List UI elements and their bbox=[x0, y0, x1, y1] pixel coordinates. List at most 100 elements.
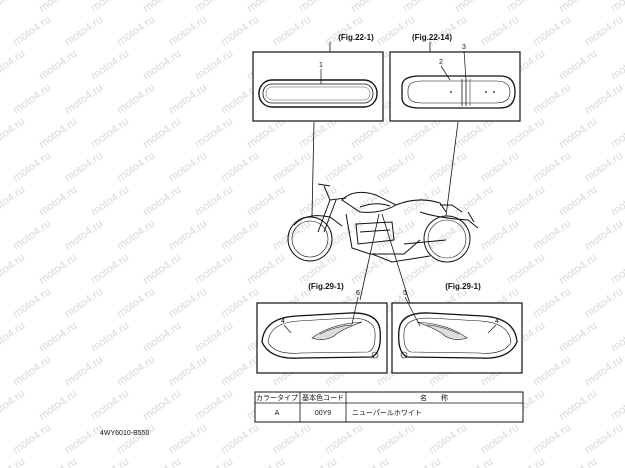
watermark-text: moto4.ru bbox=[375, 14, 417, 49]
watermark-text: moto4.ru bbox=[609, 456, 625, 468]
watermark-text: moto4.ru bbox=[609, 116, 625, 151]
watermark-text: moto4.ru bbox=[37, 456, 79, 468]
watermark-text: moto4.ru bbox=[245, 252, 287, 287]
watermark-text: moto4.ru bbox=[609, 320, 625, 355]
watermark-text: moto4.ru bbox=[323, 218, 365, 253]
watermark-text: moto4.ru bbox=[479, 422, 521, 457]
watermark-text: moto4.ru bbox=[37, 184, 79, 219]
connector-fig-22-14 bbox=[445, 121, 459, 217]
watermark-text: moto4.ru bbox=[193, 252, 235, 287]
watermark-text: moto4.ru bbox=[115, 286, 157, 321]
watermark-text: moto4.ru bbox=[453, 456, 495, 468]
watermark-text: moto4.ru bbox=[141, 116, 183, 151]
watermark-text: moto4.ru bbox=[557, 252, 599, 287]
figure-label-22-1: (Fig.22-1) bbox=[338, 33, 374, 42]
watermark-text: moto4.ru bbox=[193, 48, 235, 83]
watermark-text: moto4.ru bbox=[37, 252, 79, 287]
watermark-text: moto4.ru bbox=[583, 14, 625, 49]
watermark-text: moto4.ru bbox=[531, 422, 573, 457]
callout-leader bbox=[463, 50, 467, 81]
watermark-text: moto4.ru bbox=[89, 184, 131, 219]
watermark-text: moto4.ru bbox=[583, 354, 625, 389]
watermark-text: moto4.ru bbox=[89, 48, 131, 83]
watermark-text: moto4.ru bbox=[505, 456, 547, 468]
callout-1: 1 bbox=[319, 62, 323, 69]
watermark-text: moto4.ru bbox=[349, 0, 391, 14]
watermark-text: moto4.ru bbox=[219, 150, 261, 185]
tank-top-view bbox=[258, 79, 378, 108]
watermark-text: moto4.ru bbox=[505, 252, 547, 287]
figure-22-1: (Fig.22-1) 1 bbox=[252, 33, 384, 122]
watermark-text: moto4.ru bbox=[63, 286, 105, 321]
watermark-text: moto4.ru bbox=[11, 82, 53, 117]
watermark-text: moto4.ru bbox=[115, 218, 157, 253]
watermark-text: moto4.ru bbox=[479, 218, 521, 253]
watermark-text: moto4.ru bbox=[245, 0, 287, 14]
watermark-text: moto4.ru bbox=[37, 320, 79, 355]
watermark-text: moto4.ru bbox=[557, 320, 599, 355]
watermark-text: moto4.ru bbox=[349, 252, 391, 287]
watermark-text: moto4.ru bbox=[89, 456, 131, 468]
watermark-text: moto4.ru bbox=[609, 48, 625, 83]
figure-22-14: (Fig.22-14) 2 3 bbox=[389, 33, 521, 122]
watermark-text: moto4.ru bbox=[0, 184, 27, 219]
connector-fig-22-1 bbox=[311, 121, 315, 217]
watermark-text: moto4.ru bbox=[557, 388, 599, 423]
watermark-text: moto4.ru bbox=[557, 116, 599, 151]
fender-top-view bbox=[401, 75, 516, 109]
watermark-text: moto4.ru bbox=[141, 252, 183, 287]
watermark-text: moto4.ru bbox=[115, 82, 157, 117]
watermark-text: moto4.ru bbox=[11, 286, 53, 321]
watermark-text: moto4.ru bbox=[193, 0, 235, 14]
watermark-text: moto4.ru bbox=[453, 0, 495, 14]
watermark-text: moto4.ru bbox=[89, 388, 131, 423]
watermark-text: moto4.ru bbox=[167, 14, 209, 49]
watermark-text: moto4.ru bbox=[609, 252, 625, 287]
watermark-text: moto4.ru bbox=[11, 218, 53, 253]
watermark-text: moto4.ru bbox=[0, 252, 27, 287]
watermark-text: moto4.ru bbox=[583, 150, 625, 185]
watermark-text: moto4.ru bbox=[505, 0, 547, 14]
watermark-text: moto4.ru bbox=[141, 48, 183, 83]
watermark-text: moto4.ru bbox=[167, 82, 209, 117]
watermark-text: moto4.ru bbox=[63, 14, 105, 49]
color-table: カラータイプ 基本色コード 名 称 A 00Y9 ニューパールホワイト bbox=[254, 391, 524, 423]
watermark-text: moto4.ru bbox=[245, 456, 287, 468]
watermark-text: moto4.ru bbox=[11, 150, 53, 185]
watermark-text: moto4.ru bbox=[11, 14, 53, 49]
watermark-text: moto4.ru bbox=[167, 286, 209, 321]
figure-29-1-right: (Fig.29-1) 5 4 bbox=[391, 282, 523, 374]
callout-leader bbox=[283, 324, 292, 334]
watermark-text: moto4.ru bbox=[401, 456, 443, 468]
watermark-text: moto4.ru bbox=[37, 0, 79, 14]
watermark-text: moto4.ru bbox=[193, 388, 235, 423]
motorcycle-silhouette bbox=[287, 183, 479, 263]
watermark-text: moto4.ru bbox=[271, 218, 313, 253]
table-header-name: 名 称 bbox=[420, 393, 448, 402]
figure-label-22-14: (Fig.22-14) bbox=[412, 33, 452, 42]
watermark-text: moto4.ru bbox=[0, 388, 27, 423]
watermark-text: moto4.ru bbox=[583, 218, 625, 253]
watermark-text: moto4.ru bbox=[37, 116, 79, 151]
watermark-text: moto4.ru bbox=[0, 116, 27, 151]
watermark-text: moto4.ru bbox=[219, 218, 261, 253]
watermark-text: moto4.ru bbox=[531, 14, 573, 49]
figure-29-1-left: (Fig.29-1) 4 6 bbox=[256, 282, 388, 374]
table-header-color-type: カラータイプ bbox=[256, 393, 298, 402]
watermark-text: moto4.ru bbox=[609, 0, 625, 14]
watermark-text: moto4.ru bbox=[401, 0, 443, 14]
connector-fig-29-1-right bbox=[381, 213, 411, 305]
watermark-text: moto4.ru bbox=[141, 0, 183, 14]
watermark-text: moto4.ru bbox=[323, 150, 365, 185]
watermark-text: moto4.ru bbox=[63, 218, 105, 253]
figure-label-29-1-right: (Fig.29-1) bbox=[445, 282, 481, 291]
watermark-text: moto4.ru bbox=[271, 14, 313, 49]
watermark-text: moto4.ru bbox=[219, 354, 261, 389]
watermark-text: moto4.ru bbox=[557, 184, 599, 219]
callout-6: 6 bbox=[356, 290, 360, 297]
watermark-text: moto4.ru bbox=[271, 422, 313, 457]
watermark-text: moto4.ru bbox=[167, 354, 209, 389]
watermark-text: moto4.ru bbox=[531, 82, 573, 117]
watermark-text: moto4.ru bbox=[167, 150, 209, 185]
